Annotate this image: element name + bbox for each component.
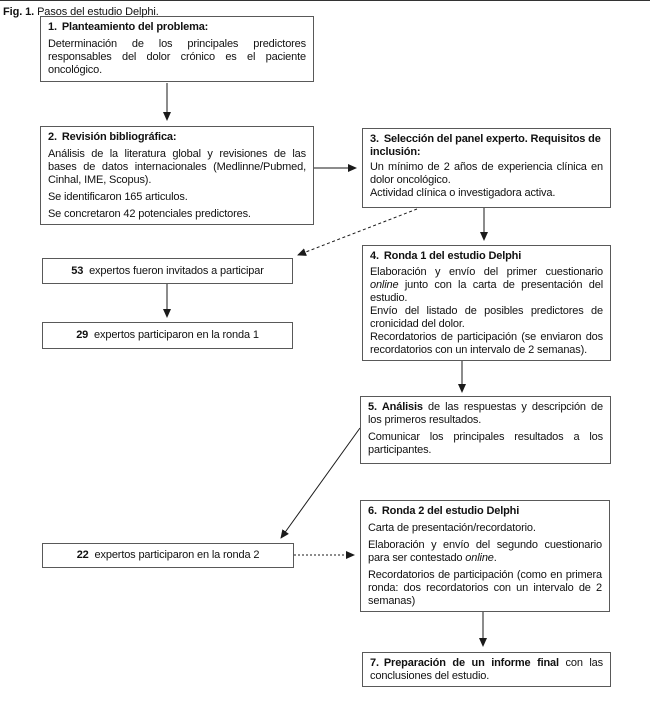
step-7-heading: Preparación de un informe final [383, 657, 559, 669]
step-3-box: 3.Selección del panel experto. Requisito… [362, 128, 611, 208]
step-5-number: 5. [368, 401, 377, 413]
figure-caption: Fig. 1. Pasos del estudio Delphi. [0, 0, 650, 18]
step-7-number: 7. [370, 657, 379, 669]
milestone-round1-box: 29 expertos participaron en la ronda 1 [42, 322, 293, 349]
step-3-paragraph-2: Actividad clínica o investigadora activa… [370, 187, 556, 199]
step-6-number: 6. [368, 505, 377, 517]
step-7-box: 7.Preparación de un informe final con la… [362, 652, 611, 687]
step-6-box: 6. Ronda 2 del estudio Delphi Carta de pr… [360, 500, 610, 612]
dashed-arrow-step3-to-invited [297, 208, 418, 256]
step-1-box: 1. Planteamiento del problema: Determinac… [40, 16, 314, 82]
step-3-title: 3.Selección del panel experto. Requisito… [370, 133, 603, 159]
step-4-heading: Ronda 1 del estudio Delphi [383, 250, 522, 262]
step-5-paragraph-1: 5.Análisis de las respuestas y descripci… [368, 401, 603, 426]
step-4-box: 4. Ronda 1 del estudio Delphi Elaboración… [362, 245, 611, 361]
milestone-invited-box: 53 expertos fueron invitados a participa… [42, 258, 293, 284]
milestone-round1-text: 29 expertos participaron en la ronda 1 [76, 329, 259, 341]
step-2-title: 2. Revisión bibliográfica: [48, 131, 306, 144]
step-2-heading: Revisión bibliográfica: [61, 131, 177, 143]
step-5-box: 5.Análisis de las respuestas y descripci… [360, 396, 611, 464]
step-6-heading: Ronda 2 del estudio Delphi [381, 505, 520, 517]
step-3-number: 3. [370, 133, 379, 145]
step-2-paragraph-3: Se concretaron 42 potenciales predictore… [48, 208, 251, 220]
step-1-title: 1. Planteamiento del problema: [48, 21, 306, 34]
step-6-paragraph-3: Recordatorios de participación (como en … [368, 569, 602, 607]
step-1-number: 1. [48, 21, 57, 33]
step-1-body: Determinación de los principales predict… [48, 38, 306, 76]
milestone-round2-text: 22 expertos participaron en la ronda 2 [76, 549, 260, 561]
step-4-number: 4. [370, 250, 379, 262]
online-italic: online [370, 279, 399, 291]
step-5-paragraph-2: Comunicar los principales resultados a l… [368, 431, 603, 456]
step-7-text: 7.Preparación de un informe final con la… [370, 657, 603, 682]
milestone-invited-text: 53 expertos fueron invitados a participa… [71, 264, 264, 277]
step-4-paragraph-3: Recordatorios de participación (se envia… [370, 331, 603, 356]
arrow-step5-to-round2 [280, 427, 361, 539]
step-2-number: 2. [48, 131, 57, 143]
milestone-round1-count: 29 [76, 329, 89, 341]
step-4-paragraph-1: Elaboración y envío del primer cuestiona… [370, 266, 603, 304]
step-6-paragraph-2: Elaboración y envío del segundo cuestion… [368, 539, 602, 564]
step-5-heading: Análisis [381, 401, 423, 413]
step-3-paragraph-1: Un mínimo de 2 años de experiencia clíni… [370, 161, 603, 186]
figure-caption-text: Pasos del estudio Delphi. [37, 6, 159, 18]
milestone-round2-count: 22 [76, 549, 89, 561]
figure-caption-label: Fig. 1. [3, 6, 35, 18]
step-2-box: 2. Revisión bibliográfica: Análisis de la… [40, 126, 314, 225]
step-2-paragraph-2: Se identificaron 165 articulos. [48, 191, 188, 203]
step-2-paragraph-1: Análisis de la literatura global y revis… [48, 148, 306, 186]
step-4-title: 4. Ronda 1 del estudio Delphi [370, 250, 603, 263]
online-italic: online [465, 552, 494, 564]
step-4-paragraph-2: Envío del listado de posibles predictore… [370, 305, 603, 330]
milestone-round2-box: 22 expertos participaron en la ronda 2 [42, 543, 294, 568]
milestone-invited-count: 53 [71, 264, 84, 277]
step-6-title: 6. Ronda 2 del estudio Delphi [368, 505, 602, 518]
step-6-paragraph-1: Carta de presentación/recordatorio. [368, 522, 536, 534]
step-1-heading: Planteamiento del problema: [61, 21, 209, 33]
step-3-heading: Selección del panel experto. Requisitos … [370, 133, 601, 158]
